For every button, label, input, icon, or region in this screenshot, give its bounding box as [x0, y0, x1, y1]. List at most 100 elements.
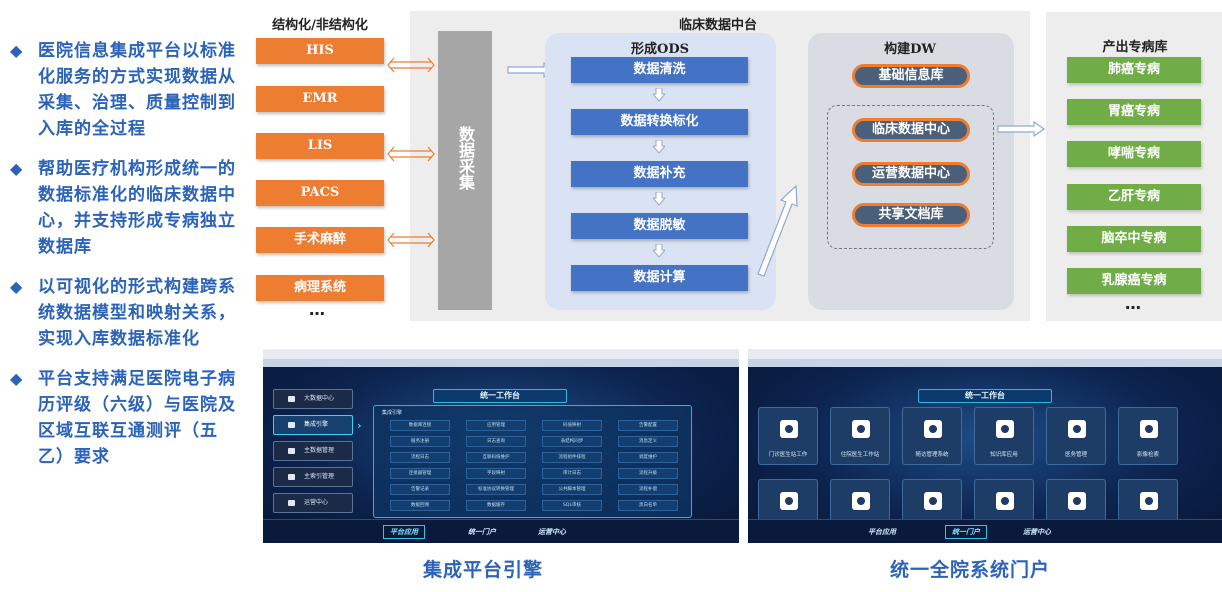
- menu-item-bigdata[interactable]: 大数据中心: [273, 389, 353, 409]
- function-cell[interactable]: SQL审核: [542, 500, 602, 511]
- app-tile[interactable]: 影像检索: [1118, 407, 1178, 465]
- down-arrow-icon: [653, 244, 665, 258]
- menu-label: 主数据管理: [304, 447, 335, 454]
- app-label: 随访管理系统: [915, 452, 949, 458]
- menu-icon: [288, 500, 295, 506]
- function-cell[interactable]: 黑白名单: [618, 500, 678, 511]
- ods-title: 形成ODS: [631, 42, 689, 57]
- screenshot-stage: 统一工作台 大数据中心 集成引擎 主数据管理 主索引管理 运营中心 › 集成引擎…: [263, 367, 739, 543]
- app-label: 影像检索: [1136, 452, 1159, 458]
- app-icon: [852, 420, 870, 438]
- app-tile[interactable]: 医务管理: [1046, 407, 1106, 465]
- function-cell[interactable]: 流程组件排程: [542, 452, 602, 463]
- app-tile[interactable]: 知识库应用: [974, 407, 1034, 465]
- double-arrow-icon: [387, 232, 435, 248]
- source-pathology: 病理系统: [256, 275, 384, 301]
- dw-basic-info-db: 基础信息库: [852, 64, 970, 88]
- nav-operation-center[interactable]: 运营中心: [538, 528, 566, 536]
- diamond-icon: ◆: [10, 41, 23, 60]
- function-cell[interactable]: 数据缓存: [466, 500, 526, 511]
- disease-breast-cancer: 乳腺癌专病: [1067, 268, 1201, 294]
- app-icon: [1068, 420, 1086, 438]
- workbench-banner: 统一工作台: [433, 389, 567, 403]
- menu-item-operation[interactable]: 运营中心: [273, 493, 353, 513]
- app-tile[interactable]: 随访管理系统: [902, 407, 962, 465]
- app-icon: [780, 420, 798, 438]
- function-cell[interactable]: 互联码值维护: [466, 452, 526, 463]
- function-cell[interactable]: 调度维护: [618, 452, 678, 463]
- app-tile[interactable]: 门诊医生站工作: [758, 407, 818, 465]
- function-cell[interactable]: 流程补偿: [618, 484, 678, 495]
- data-collection-bar: 数据采集: [438, 31, 492, 310]
- function-cell[interactable]: 连接器管理: [390, 468, 450, 479]
- function-cell[interactable]: 告警记录: [390, 484, 450, 495]
- dw-operation-center: 运营数据中心: [852, 162, 970, 186]
- menu-icon: [288, 422, 295, 428]
- function-cell[interactable]: 审计日志: [542, 468, 602, 479]
- function-cell[interactable]: 数据库连接: [390, 420, 450, 431]
- diamond-icon: ◆: [10, 277, 23, 296]
- engine-function-panel: 集成引擎 数据库连接应用管理码值映射告警配置服务注册日志查询表结构同步消息定义流…: [373, 405, 692, 518]
- screenshot-topbar: [263, 349, 739, 359]
- diseases-more: …: [1125, 294, 1141, 313]
- nav-operation-center[interactable]: 运营中心: [1023, 528, 1051, 536]
- feature-text: 平台支持满足医院电子病历评级（六级）与医院及区域互联互通测评（五乙）要求: [38, 369, 236, 467]
- hospital-portal-screenshot: 统一工作台 门诊医生站工作住院医生工作站随访管理系统知识库应用医务管理影像检索心…: [748, 349, 1222, 543]
- app-tile[interactable]: 住院医生工作站: [830, 407, 890, 465]
- ods-step-standardize: 数据转换标化: [571, 109, 748, 135]
- ods-step-supplement: 数据补充: [571, 161, 748, 187]
- screenshot-topbar: [748, 349, 1222, 359]
- function-cell[interactable]: 应用管理: [466, 420, 526, 431]
- double-arrow-icon: [387, 146, 435, 162]
- nav-unified-portal[interactable]: 统一门户: [468, 528, 496, 536]
- bottom-nav: 平台应用 统一门户 运营中心: [263, 519, 739, 543]
- nav-unified-portal[interactable]: 统一门户: [945, 525, 987, 539]
- menu-label: 运营中心: [304, 499, 329, 506]
- menu-label: 大数据中心: [304, 395, 335, 402]
- function-cell[interactable]: 码值映射: [542, 420, 602, 431]
- function-cell[interactable]: 消息定义: [618, 436, 678, 447]
- function-cell[interactable]: 公共脚本管理: [542, 484, 602, 495]
- down-arrow-icon: [653, 192, 665, 206]
- disease-asthma: 哮喘专病: [1067, 141, 1201, 167]
- app-label: 医务管理: [1064, 452, 1087, 458]
- ods-to-dw-arrow: [757, 184, 798, 277]
- menu-label: 主索引管理: [304, 473, 335, 480]
- sources-more: …: [309, 300, 325, 319]
- feature-text: 医院信息集成平台以标准化服务的方式实现数据从采集、治理、质量控制到入库的全过程: [38, 41, 236, 139]
- function-cell[interactable]: 服务注册: [390, 436, 450, 447]
- function-cell[interactable]: 标准协议转换管理: [466, 484, 526, 495]
- source-arrows: [387, 57, 435, 248]
- function-cell[interactable]: 告警配置: [618, 420, 678, 431]
- app-icon: [996, 492, 1014, 510]
- diamond-icon: ◆: [10, 159, 23, 178]
- function-cell[interactable]: 流程升级: [618, 468, 678, 479]
- function-cell[interactable]: 表结构同步: [542, 436, 602, 447]
- nav-platform-apps[interactable]: 平台应用: [383, 525, 425, 539]
- function-cell[interactable]: 日志查询: [466, 436, 526, 447]
- function-cell[interactable]: 字段映射: [466, 468, 526, 479]
- workbench-banner: 统一工作台: [918, 389, 1052, 403]
- disease-lung-cancer: 肺癌专病: [1067, 57, 1201, 83]
- menu-item-engine[interactable]: 集成引擎: [273, 415, 353, 435]
- menu-icon: [288, 448, 295, 454]
- menu-item-master-data[interactable]: 主数据管理: [273, 441, 353, 461]
- nav-platform-apps[interactable]: 平台应用: [868, 528, 896, 536]
- ods-step-compute: 数据计算: [571, 265, 748, 291]
- output-title: 产出专病库: [1102, 40, 1168, 55]
- source-pacs: PACS: [256, 180, 384, 206]
- diamond-icon: ◆: [10, 369, 23, 388]
- platform-title: 临床数据中台: [678, 18, 757, 33]
- function-cell[interactable]: 流程日志: [390, 452, 450, 463]
- app-icon: [1068, 492, 1086, 510]
- source-emr: EMR: [256, 86, 384, 112]
- function-cell[interactable]: 数据回溯: [390, 500, 450, 511]
- ods-step-cleansing: 数据清洗: [571, 57, 748, 83]
- app-icon: [1140, 420, 1158, 438]
- source-lis: LIS: [256, 133, 384, 159]
- app-label: 住院医生工作站: [840, 452, 880, 458]
- app-icon: [780, 492, 798, 510]
- menu-item-master-index[interactable]: 主索引管理: [273, 467, 353, 487]
- integration-engine-screenshot: 统一工作台 大数据中心 集成引擎 主数据管理 主索引管理 运营中心 › 集成引擎…: [263, 349, 739, 543]
- sources-title: 结构化/非结构化: [272, 18, 368, 33]
